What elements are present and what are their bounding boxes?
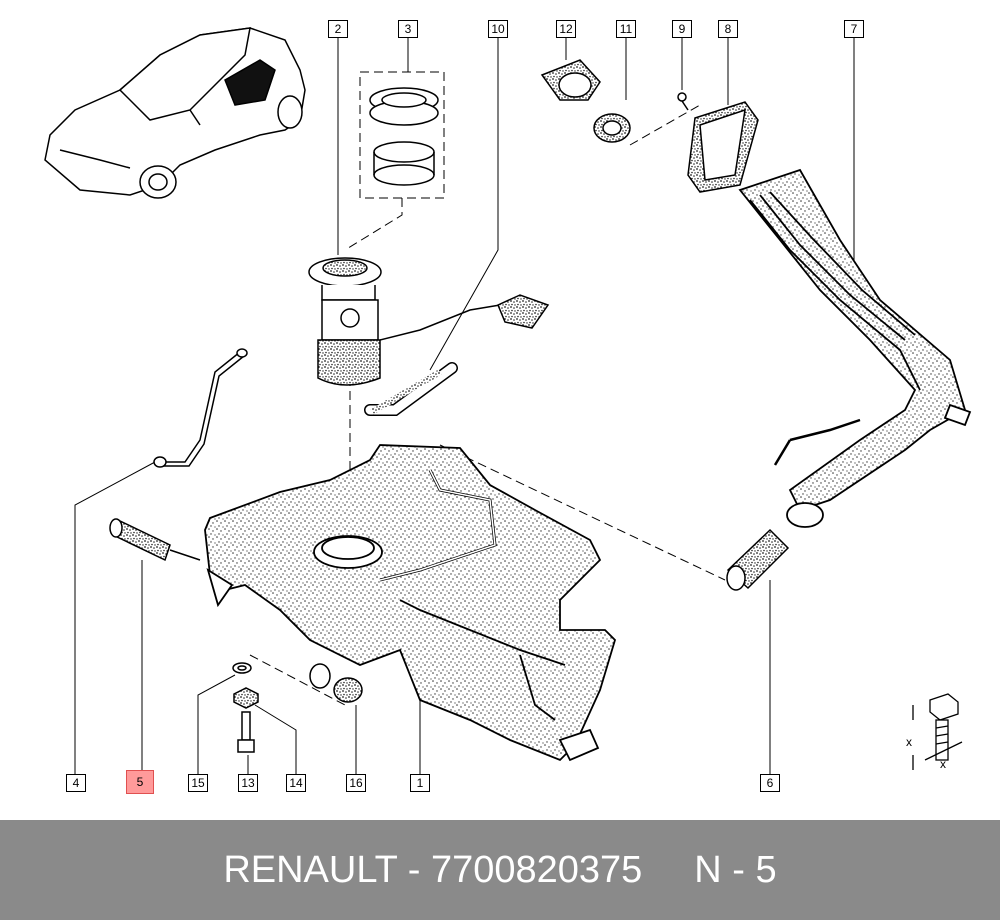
diagram-position: N - 5 <box>694 848 777 891</box>
callout-3[interactable]: 3 <box>398 20 418 38</box>
callout-7[interactable]: 7 <box>844 20 864 38</box>
callout-14[interactable]: 14 <box>286 774 306 792</box>
callout-16[interactable]: 16 <box>346 774 366 792</box>
brand-part-number: RENAULT - 7700820375 <box>223 848 643 891</box>
screw-part-9 <box>677 92 689 111</box>
car-illustration <box>44 27 306 199</box>
torque-spec-icon <box>912 693 963 770</box>
fuel-tank-part-1 <box>204 444 617 762</box>
part-number-footer: RENAULT - 7700820375 N - 5 <box>0 820 1000 920</box>
callout-2[interactable]: 2 <box>328 20 348 38</box>
filler-flap-part-8 <box>687 101 759 193</box>
rubber-sleeve-part-6 <box>726 528 790 591</box>
fuel-system-exploded-diagram: x x <box>44 27 972 775</box>
callout-9[interactable]: 9 <box>672 20 692 38</box>
grommet-part-11 <box>593 113 631 143</box>
fuel-pump-part-2 <box>308 257 501 386</box>
callout-13[interactable]: 13 <box>238 774 258 792</box>
callout-6[interactable]: 6 <box>760 774 780 792</box>
callout-leaders <box>74 36 855 775</box>
callout-4[interactable]: 4 <box>66 774 86 792</box>
callout-1[interactable]: 1 <box>410 774 430 792</box>
torque-x-label-2: x <box>940 757 946 771</box>
torque-x-label-1: x <box>906 735 912 749</box>
callout-8[interactable]: 8 <box>718 20 738 38</box>
fuel-feed-pipe <box>153 348 248 468</box>
callout-10[interactable]: 10 <box>488 20 508 38</box>
electrical-connector <box>497 294 550 329</box>
callout-11[interactable]: 11 <box>616 20 636 38</box>
callout-15[interactable]: 15 <box>188 774 208 792</box>
callout-5-highlighted[interactable]: 5 <box>126 770 154 794</box>
filler-neck-part-7 <box>738 168 972 528</box>
fuel-filter-part-5 <box>109 518 201 562</box>
breather-pipe-part-10 <box>364 362 458 416</box>
fuel-cap-part-12 <box>540 59 601 101</box>
lock-ring-part-3 <box>369 87 439 186</box>
callout-12[interactable]: 12 <box>556 20 576 38</box>
tank-fasteners <box>232 662 363 753</box>
